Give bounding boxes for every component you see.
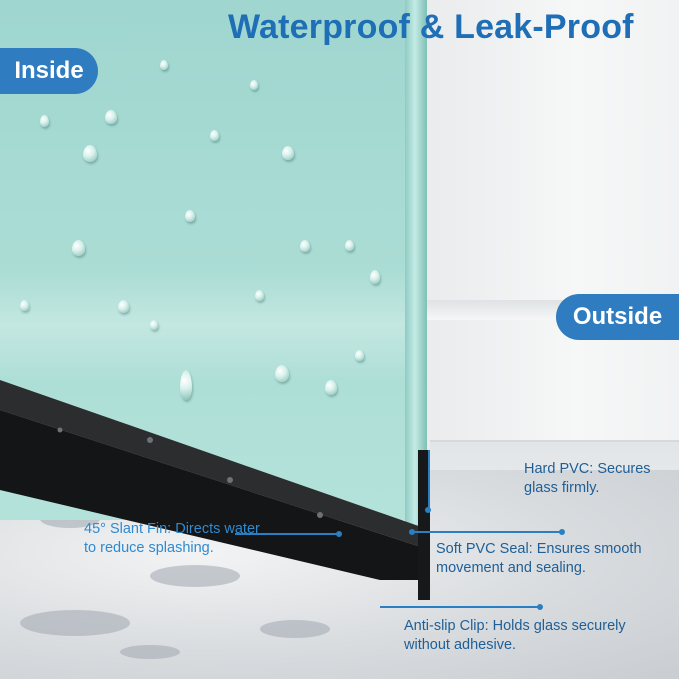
water-drop xyxy=(345,240,354,251)
seal-body xyxy=(0,410,430,580)
seal-drop xyxy=(317,512,323,518)
water-drop xyxy=(83,145,97,162)
callout-slant-fin-line2: to reduce splashing. xyxy=(84,540,214,556)
water-drop xyxy=(72,240,85,256)
water-drop xyxy=(20,300,29,311)
callout-line-clip xyxy=(380,606,540,608)
callout-slant-fin: 45° Slant Fin: Directs water to reduce s… xyxy=(84,520,260,558)
floor-puddle xyxy=(150,565,240,587)
water-drop xyxy=(160,60,168,70)
shower-seal-strip xyxy=(0,380,430,580)
seal-drop xyxy=(147,437,153,443)
water-drop xyxy=(150,320,158,330)
callout-clip: Anti-slip Clip: Holds glass securely wit… xyxy=(404,617,626,655)
seal-drop xyxy=(227,477,233,483)
seal-drop xyxy=(57,427,63,433)
water-drop xyxy=(255,290,264,301)
water-drop xyxy=(180,370,192,400)
water-drop xyxy=(40,115,49,127)
water-drop xyxy=(282,146,294,160)
glass-reflection xyxy=(0,270,405,380)
callout-clip-line1: Anti-slip Clip: Holds glass securely xyxy=(404,618,626,634)
callout-dot-soft-seal xyxy=(559,529,565,535)
water-drop xyxy=(185,210,195,222)
callout-line-soft-seal xyxy=(412,531,562,533)
floor-puddle xyxy=(20,610,130,636)
seal-top-edge xyxy=(0,380,430,550)
water-drop xyxy=(210,130,219,141)
water-drop xyxy=(300,240,310,252)
callout-dot-hard-pvc xyxy=(425,507,431,513)
floor-puddle xyxy=(120,645,180,659)
water-drop xyxy=(118,300,129,313)
outside-label: Outside xyxy=(556,294,679,340)
floor-puddle xyxy=(260,620,330,638)
callout-line-slant-fin xyxy=(235,533,340,535)
water-drop xyxy=(355,350,364,361)
seal-clip xyxy=(418,450,430,600)
callout-hard-pvc-line1: Hard PVC: Secures xyxy=(524,461,651,477)
callout-dot-slant-fin xyxy=(336,531,342,537)
inside-label: Inside xyxy=(0,48,98,94)
callout-soft-seal: Soft PVC Seal: Ensures smooth movement a… xyxy=(436,540,642,578)
bathroom-wall xyxy=(420,0,679,460)
callout-soft-seal-line1: Soft PVC Seal: Ensures smooth xyxy=(436,541,642,557)
glass-edge xyxy=(405,0,427,540)
callout-line-hard-pvc xyxy=(428,450,430,510)
callout-clip-line2: without adhesive. xyxy=(404,637,517,653)
water-drop xyxy=(275,365,289,382)
water-drop xyxy=(105,110,117,124)
water-drop xyxy=(325,380,337,395)
page-title: Waterproof & Leak-Proof xyxy=(228,8,634,46)
callout-dot-soft-seal-start xyxy=(409,529,415,535)
water-drop xyxy=(250,80,258,90)
callout-slant-fin-line1: 45° Slant Fin: Directs water xyxy=(84,521,260,537)
callout-dot-clip xyxy=(537,604,543,610)
water-drop xyxy=(370,270,380,284)
callout-soft-seal-line2: movement and sealing. xyxy=(436,560,586,576)
callout-hard-pvc-line2: glass firmly. xyxy=(524,480,600,496)
callout-hard-pvc: Hard PVC: Secures glass firmly. xyxy=(524,460,651,498)
